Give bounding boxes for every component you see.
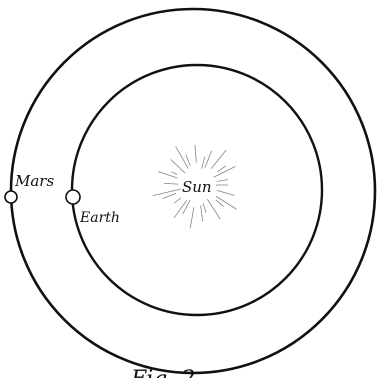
sun-ray	[205, 151, 211, 167]
sun-ray	[186, 155, 190, 166]
sun-ray	[211, 150, 226, 168]
sun-ray	[201, 206, 203, 221]
sun-ray	[171, 160, 185, 173]
sun-ray	[174, 201, 187, 218]
sun-ray	[163, 194, 176, 199]
sun-ray	[217, 191, 234, 196]
sun-ray	[203, 203, 206, 212]
sun-ray	[195, 145, 196, 162]
sun-ray	[158, 172, 177, 178]
sun-ray	[183, 200, 190, 214]
sun-ray	[214, 167, 235, 178]
earth-label: Earth	[79, 210, 120, 226]
sun-label: Sun	[182, 178, 212, 196]
figure-caption: Fig. 2	[130, 367, 195, 378]
sun-ray	[218, 166, 226, 172]
sun-ray	[171, 172, 176, 175]
sun-ray	[164, 183, 178, 184]
mars-label: Mars	[14, 172, 54, 190]
sun-ray	[190, 208, 194, 229]
earth-planet	[66, 190, 80, 204]
sun-ray	[218, 180, 228, 182]
mars-planet	[5, 191, 17, 203]
sun-ray	[202, 157, 205, 168]
sun-ray	[176, 147, 189, 169]
sun-ray	[216, 200, 223, 206]
sun-ray	[175, 198, 181, 203]
sun-ray	[153, 189, 180, 195]
